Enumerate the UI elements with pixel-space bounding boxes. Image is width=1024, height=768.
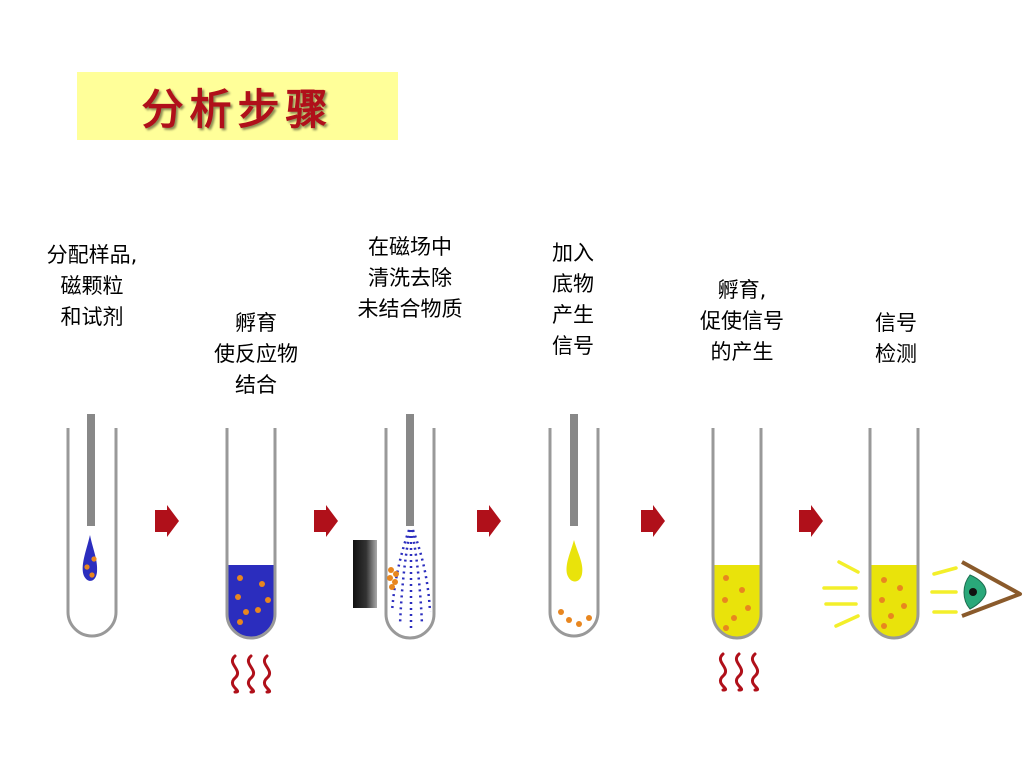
step-1-label-line: 和试剂 — [60, 305, 124, 329]
magnetic-particle — [84, 564, 90, 570]
magnetic-particle — [392, 579, 398, 585]
step-2-label-line: 孵育 — [235, 311, 277, 335]
step-4-label-line: 产生 — [552, 303, 594, 327]
magnetic-particle — [722, 597, 728, 603]
magnetic-particle — [881, 623, 887, 629]
magnetic-particle — [888, 613, 894, 619]
test-tube-1 — [66, 414, 118, 638]
test-tube-2 — [225, 428, 277, 640]
step-6-label-line: 检测 — [875, 342, 917, 366]
magnet-icon — [353, 540, 377, 608]
test-tube-5 — [711, 428, 763, 640]
yellow-liquid — [870, 565, 918, 638]
right-arrow-icon — [799, 505, 823, 537]
magnetic-particle — [243, 609, 249, 615]
step-3-label-line: 在磁场中 — [368, 235, 452, 259]
step-6-label: 信号 检测 — [846, 308, 946, 370]
test-tube-4 — [548, 414, 600, 638]
wash-spray-icon — [390, 529, 432, 632]
magnetic-particle — [235, 594, 241, 600]
pipette-icon — [406, 414, 414, 526]
magnetic-particle — [739, 587, 745, 593]
right-arrow-icon — [155, 505, 179, 537]
magnetic-particle — [388, 567, 394, 573]
magnetic-particle — [237, 619, 243, 625]
magnetic-particle — [566, 617, 572, 623]
magnetic-particle — [745, 605, 751, 611]
step-3-label: 在磁场中 清洗去除 未结合物质 — [335, 232, 485, 325]
right-arrow-icon — [477, 505, 501, 537]
heat-wave-icon — [230, 654, 272, 694]
step-2-label: 孵育 使反应物 结合 — [186, 308, 326, 401]
step-5-label: 孵育, 促使信号 的产生 — [672, 275, 812, 368]
magnetic-particle — [265, 597, 271, 603]
magnetic-particle — [731, 615, 737, 621]
magnetic-particle — [237, 575, 243, 581]
page-title: 分析步骤 — [141, 84, 334, 134]
right-arrow-icon — [641, 505, 665, 537]
step-2-label-line: 使反应物 — [214, 342, 298, 366]
step-5-label-line: 促使信号 — [700, 309, 784, 333]
magnetic-particle — [259, 581, 265, 587]
signal-rays-icon — [822, 560, 958, 628]
magnetic-particle — [91, 556, 97, 562]
magnetic-particle — [389, 584, 395, 590]
magnetic-particle — [897, 585, 903, 591]
magnetic-particle — [879, 597, 885, 603]
step-5-label-line: 的产生 — [710, 340, 774, 364]
magnetic-particle — [89, 572, 95, 578]
step-1-label-line: 磁颗粒 — [60, 274, 124, 298]
magnetic-particle — [586, 615, 592, 621]
eye-icon — [961, 560, 1022, 618]
step-4-label-line: 信号 — [552, 334, 594, 358]
substrate-drop — [566, 540, 583, 582]
magnetic-particle — [901, 603, 907, 609]
step-6-label-line: 信号 — [875, 311, 917, 335]
magnetic-particle — [255, 607, 261, 613]
pipette-icon — [570, 414, 578, 526]
title-box: 分析步骤 — [77, 72, 398, 140]
step-3-label-line: 清洗去除 — [368, 266, 452, 290]
heat-wave-icon — [718, 652, 760, 692]
magnetic-particle — [393, 571, 399, 577]
step-4-label-line: 加入 — [552, 241, 594, 265]
magnetic-particle — [881, 577, 887, 583]
step-5-label-line: 孵育, — [717, 278, 767, 302]
yellow-liquid — [713, 565, 761, 638]
step-1-label-line: 分配样品, — [46, 243, 138, 267]
magnetic-particle — [576, 621, 582, 627]
right-arrow-icon — [314, 505, 338, 537]
magnetic-particle — [723, 625, 729, 631]
pipette-icon — [87, 414, 95, 526]
magnetic-particle — [723, 575, 729, 581]
magnetic-particle — [387, 575, 393, 581]
step-1-label: 分配样品, 磁颗粒 和试剂 — [22, 240, 162, 333]
magnetic-particle — [558, 609, 564, 615]
test-tube-3 — [353, 414, 436, 640]
step-3-label-line: 未结合物质 — [357, 297, 463, 321]
test-tube-6 — [868, 428, 920, 640]
step-4-label-line: 底物 — [552, 272, 594, 296]
step-4-label: 加入 底物 产生 信号 — [523, 238, 623, 362]
step-2-label-line: 结合 — [235, 373, 277, 397]
